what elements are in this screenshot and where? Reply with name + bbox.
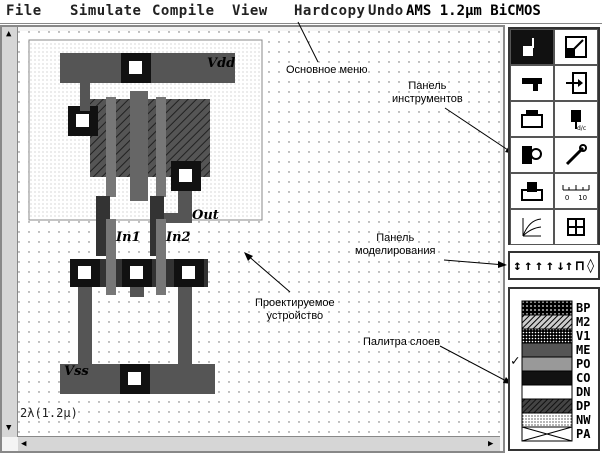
tool-transistor[interactable] (554, 209, 598, 245)
layer-label[interactable]: PA (576, 427, 591, 441)
selected-layer-check-icon: ✓ (511, 353, 520, 369)
plot-icon (522, 218, 542, 237)
layer-swatches (521, 300, 573, 442)
vdd-label: Vdd (207, 56, 236, 71)
tool-gun[interactable] (510, 65, 554, 101)
layout-canvas[interactable] (18, 31, 500, 436)
layer-label[interactable]: PO (576, 357, 591, 371)
scroll-right-icon[interactable]: ▶ (488, 439, 494, 449)
scroll-up-icon[interactable]: ▲ (6, 29, 12, 39)
horizontal-scrollbar[interactable]: ◀ ▶ (18, 436, 500, 451)
swatch-v1[interactable] (521, 328, 573, 344)
gun-icon (522, 78, 542, 91)
tool-pen[interactable] (510, 29, 554, 65)
menu-undo[interactable]: Undo (368, 3, 404, 19)
annotation-main-menu: Основное меню (286, 64, 368, 76)
tool-chip[interactable] (510, 101, 554, 137)
menu-bar: File Simulate Compile View Hardcopy Undo… (0, 0, 602, 24)
sim-pulse-icon[interactable]: ⊓ (575, 257, 585, 274)
swatch-m2[interactable] (521, 314, 573, 330)
pen-icon (523, 38, 534, 56)
sim-clock-icon[interactable]: ↓↑ (556, 257, 574, 274)
layer-label[interactable]: CO (576, 371, 591, 385)
poly-gate-2[interactable] (156, 97, 166, 197)
layer-palette: ✓ BP M2 V1 ME PO CO DN DP NW PA (508, 287, 600, 451)
layer-label[interactable]: DN (576, 385, 591, 399)
tool-panel: d/c 0 10 (508, 27, 600, 245)
layer-label[interactable]: BP (576, 301, 591, 315)
scroll-left-icon[interactable]: ◀ (21, 439, 27, 449)
layer-label[interactable]: M2 (576, 315, 591, 329)
chip-icon (521, 110, 543, 128)
annotation-layer-palette: Палитра слоев (363, 336, 441, 348)
sim-vss-icon[interactable]: ↑ (534, 257, 544, 274)
out-label: Out (192, 208, 219, 223)
simulation-panel: ↕ ↑ ↑ ↑ ↓↑ ⊓ ◊ (508, 251, 600, 280)
layer-label[interactable]: V1 (576, 329, 591, 343)
swatch-bp[interactable] (521, 300, 573, 316)
swatch-nw[interactable] (521, 412, 573, 428)
svg-text:d/c: d/c (577, 125, 586, 132)
tool-wrench[interactable] (554, 137, 598, 173)
menu-file[interactable]: File (6, 3, 42, 19)
menu-simulate[interactable]: Simulate (70, 3, 142, 19)
device-icon (521, 182, 543, 201)
in1-label: In1 (116, 230, 141, 245)
swatch-po[interactable] (521, 356, 573, 372)
sim-diamond-icon[interactable]: ◊ (586, 257, 595, 274)
layer-label[interactable]: DP (576, 399, 591, 413)
swatch-dn[interactable] (521, 384, 573, 400)
tool-import[interactable] (554, 65, 598, 101)
scale-label: 2λ(1.2µ) (20, 406, 78, 420)
resize-icon (565, 36, 587, 58)
swatch-co[interactable] (521, 370, 573, 386)
tool-plot[interactable] (510, 209, 554, 245)
sim-input-icon[interactable]: ↑ (545, 257, 554, 274)
menu-compile[interactable]: Compile (152, 3, 215, 19)
probe-icon (522, 146, 542, 164)
tool-resize[interactable] (554, 29, 598, 65)
sim-probe-icon[interactable]: ↕ (513, 257, 522, 274)
swatch-dp[interactable] (521, 398, 573, 414)
sim-vdd-icon[interactable]: ↑ (523, 257, 533, 274)
poly-gate-1[interactable] (106, 97, 116, 197)
tool-resistor[interactable]: d/c (554, 101, 598, 137)
metal-drain[interactable] (130, 91, 148, 201)
swatch-me[interactable] (521, 342, 573, 358)
layer-label[interactable]: NW (576, 413, 591, 427)
wrench-icon (565, 144, 587, 166)
layer-label[interactable]: ME (576, 343, 591, 357)
menu-hardcopy[interactable]: Hardcopy (294, 3, 366, 19)
ruler-icon (562, 185, 590, 191)
in2-label: In2 (166, 230, 191, 245)
transistor-icon (567, 218, 585, 236)
tool-probe[interactable] (510, 137, 554, 173)
menu-view[interactable]: View (232, 3, 268, 19)
import-icon (566, 72, 587, 94)
tool-ruler[interactable]: 0 10 (554, 173, 598, 209)
scroll-down-icon[interactable]: ▼ (6, 423, 12, 433)
resistor-icon: d/c (571, 110, 586, 132)
vss-label: Vss (64, 364, 89, 379)
tool-device[interactable] (510, 173, 554, 209)
process-title: AMS 1.2µm BiCMOS (406, 3, 541, 19)
vertical-scrollbar[interactable]: ▲ ▼ (2, 27, 18, 437)
